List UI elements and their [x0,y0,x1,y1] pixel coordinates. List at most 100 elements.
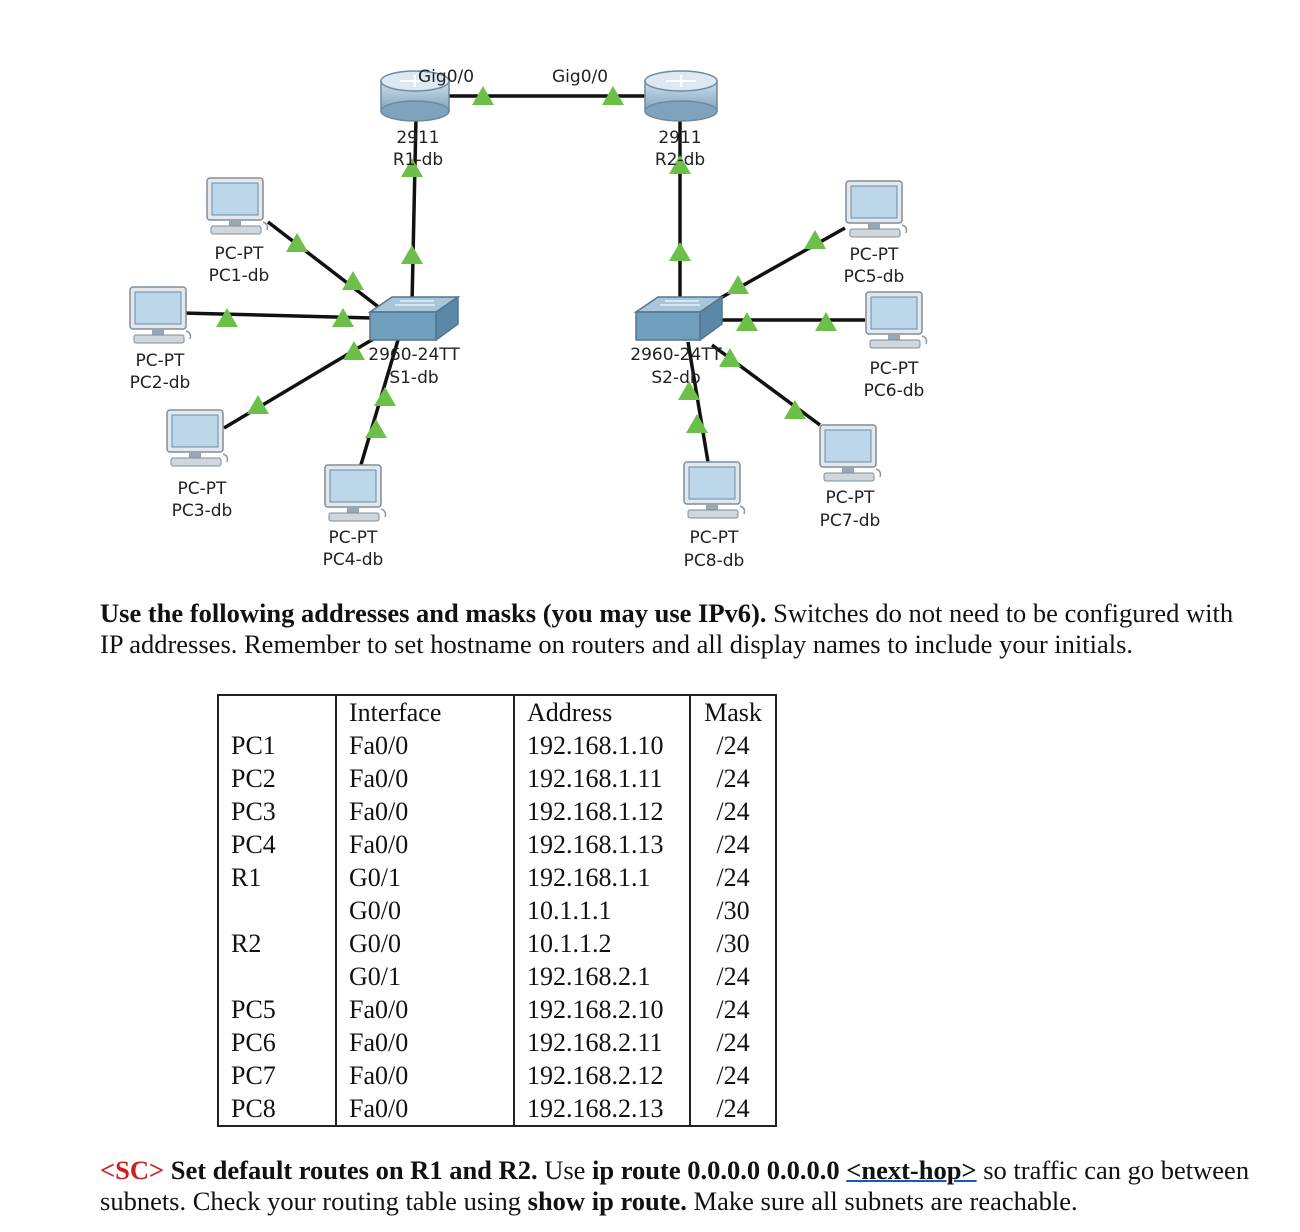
pc6-name-label: PC6-db [864,381,925,401]
cell-device: PC7 [217,1059,337,1092]
r2-model-label: 2911 [658,128,701,148]
cell-device: PC6 [217,1026,337,1059]
instructions-bold: Use the following addresses and masks (y… [100,598,767,628]
pc6-type-label: PC-PT [870,359,920,379]
cell-mask: /30 [689,927,777,960]
cell-address: 192.168.2.13 [513,1092,691,1127]
cell-interface: Fa0/0 [335,729,515,762]
network-links [181,94,865,469]
cell-address: 192.168.2.10 [513,993,691,1026]
cell-device: PC3 [217,795,337,828]
cell-mask: /24 [689,993,777,1026]
cell-mask: /24 [689,1026,777,1059]
task-paragraph: <SC> Set default routes on R1 and R2. Us… [100,1155,1260,1217]
cell-interface: Fa0/0 [335,762,515,795]
cell-address: 192.168.1.1 [513,861,691,894]
cmd-show: show [527,1186,592,1216]
link-r1-s1 [410,117,418,305]
pc8-type-label: PC-PT [690,528,740,548]
s2-model-label: 2960-24TT [630,345,722,365]
cell-address: 192.168.1.13 [513,828,691,861]
s1-model-label: 2960-24TT [368,345,460,365]
cell-mask: /24 [689,762,777,795]
cell-mask: /24 [689,960,777,993]
cell-address: 10.1.1.2 [513,927,691,960]
cmd-route-default: route 0.0.0.0 0.0.0.0 [614,1155,847,1185]
cell-mask: /24 [689,1092,777,1127]
task-text: Make sure all subnets are reachable. [686,1186,1078,1216]
pc5-name-label: PC5-db [844,267,905,287]
cell-interface: Fa0/0 [335,993,515,1026]
cell-address: 192.168.2.1 [513,960,691,993]
cell-address: 10.1.1.1 [513,894,691,927]
network-topology-diagram: Gig0/0 Gig0/0 2911 R1-db 2911 R2-db 2960… [129,67,928,571]
pc2-icon[interactable] [129,286,192,344]
cell-mask: /24 [689,795,777,828]
cell-interface: G0/1 [335,861,515,894]
header-mask: Mask [689,694,777,729]
pc2-name-label: PC2-db [130,373,191,393]
cell-interface: Fa0/0 [335,1059,515,1092]
cell-address: 192.168.1.11 [513,762,691,795]
router-r1-icon[interactable] [380,70,450,122]
pc7-icon[interactable] [819,424,882,482]
cell-interface: Fa0/0 [335,828,515,861]
header-interface: Interface [335,694,515,729]
header-device [217,694,337,729]
cell-address: 192.168.1.12 [513,795,691,828]
pc4-name-label: PC4-db [323,550,384,570]
pc1-type-label: PC-PT [215,244,265,264]
pc8-icon[interactable] [683,461,746,519]
sc-tag: <SC> [100,1155,165,1185]
cell-device [217,960,337,993]
pc3-type-label: PC-PT [178,479,228,499]
pc5-type-label: PC-PT [850,245,900,265]
r2-name-label: R2-db [655,150,705,170]
cell-device: PC5 [217,993,337,1026]
pc5-icon[interactable] [845,180,908,238]
r1-name-label: R1-db [393,150,443,170]
pc4-icon[interactable] [324,464,387,522]
cell-address: 192.168.2.11 [513,1026,691,1059]
switch-s2-icon[interactable] [633,295,725,342]
link-pc1-s1 [266,220,387,314]
cell-mask: /24 [689,1059,777,1092]
cell-device: R1 [217,861,337,894]
table-header-row: Interface Address Mask [217,694,777,729]
cell-device: PC4 [217,828,337,861]
switch-s1-icon[interactable] [367,295,461,342]
cell-interface: Fa0/0 [335,1026,515,1059]
cell-mask: /24 [689,861,777,894]
cell-device: PC2 [217,762,337,795]
cell-address: 192.168.1.10 [513,729,691,762]
link-pc8-s2 [686,341,710,463]
r1-model-label: 2911 [396,128,439,148]
pc4-type-label: PC-PT [329,528,379,548]
router-r2-icon[interactable] [644,70,718,122]
cell-mask: /24 [689,828,777,861]
pc3-icon[interactable] [166,409,229,467]
pc8-name-label: PC8-db [684,551,745,571]
cell-device: PC1 [217,729,337,762]
pc6-icon[interactable] [865,291,928,349]
cmd-ip: ip [591,1186,614,1216]
pc7-type-label: PC-PT [826,488,876,508]
cell-interface: G0/1 [335,960,515,993]
pc1-name-label: PC1-db [209,266,270,286]
cell-interface: G0/0 [335,927,515,960]
task-text: so traffic can go between subnets. Check… [100,1155,1250,1216]
s1-name-label: S1-db [389,368,438,388]
header-address: Address [513,694,691,729]
pc1-icon[interactable] [206,177,269,235]
pc3-name-label: PC3-db [172,501,233,521]
